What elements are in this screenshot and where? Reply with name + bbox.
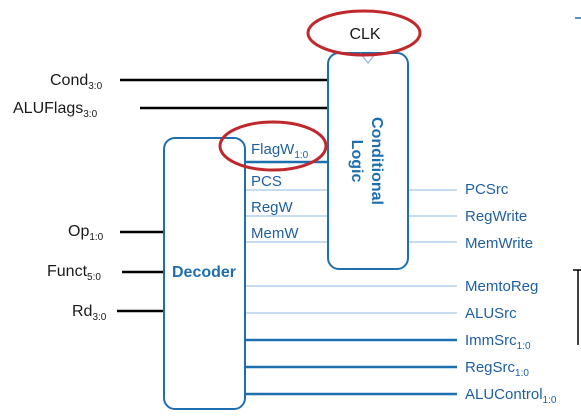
- clk-label: CLK: [349, 26, 380, 43]
- decoder-label: Decoder: [172, 264, 236, 281]
- funct-label: Funct5:0: [47, 263, 101, 283]
- regwrite-label: RegWrite: [465, 208, 527, 225]
- svg-text:Conditional: Conditional: [368, 117, 385, 205]
- memtoreg-label: MemtoReg: [465, 278, 538, 295]
- flagw-label: FlagW1:0: [251, 141, 309, 161]
- op-label: Op1:0: [68, 223, 104, 243]
- pcs-label: PCS: [251, 173, 282, 190]
- regsrc-label: RegSrc1:0: [465, 359, 529, 379]
- flagw-highlight-ellipse: [218, 120, 328, 172]
- regw-label: RegW: [251, 199, 294, 216]
- memwrite-label: MemWrite: [465, 235, 533, 252]
- pcsrc-label: PCSrc: [465, 181, 509, 198]
- alusrc-label: ALUSrc: [465, 305, 517, 322]
- cond-label: Cond3:0: [50, 72, 103, 92]
- immsrc-label: ImmSrc1:0: [465, 332, 531, 352]
- conditional-logic-label: Conditional Logic: [348, 117, 385, 205]
- memw-label: MemW: [251, 225, 299, 242]
- clk-highlight-ellipse: [306, 9, 422, 57]
- svg-text:Logic: Logic: [348, 140, 365, 183]
- conditional-logic-block: [327, 52, 409, 270]
- decoder-block: [163, 137, 246, 410]
- alucontrol-label: ALUControl1:0: [465, 386, 557, 406]
- aluflags-label: ALUFlags3:0: [13, 100, 98, 120]
- rd-label: Rd3:0: [72, 303, 107, 323]
